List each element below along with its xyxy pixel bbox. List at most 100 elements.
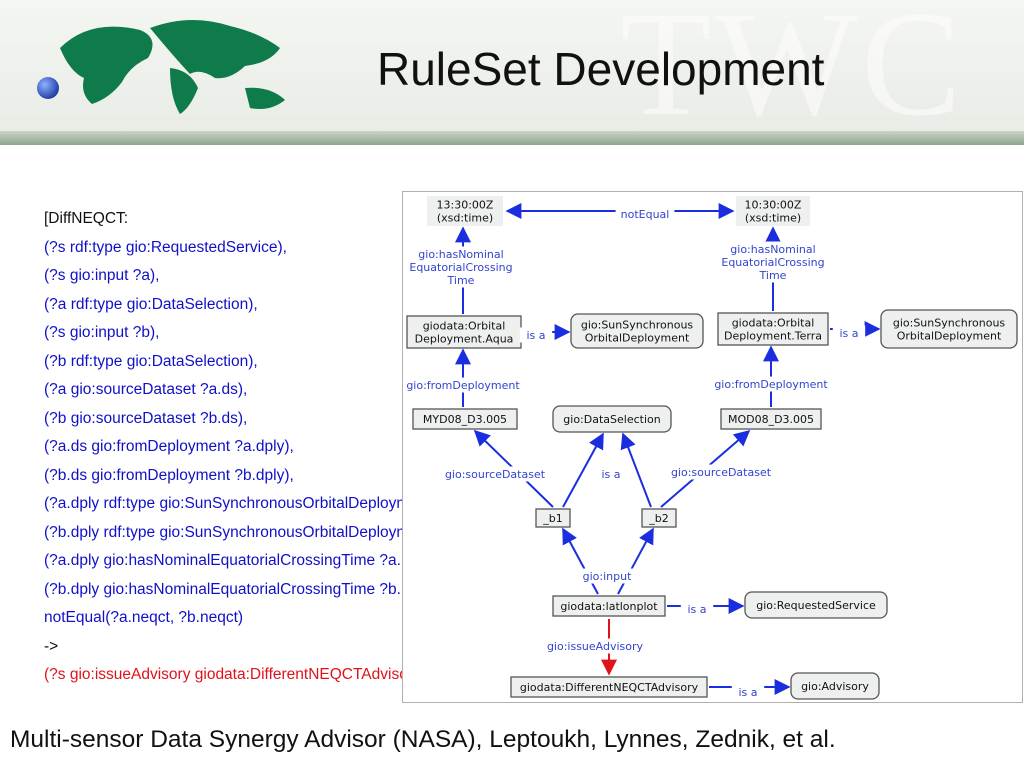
graph-node-b2: _b2 (641, 508, 677, 528)
slide-header: TWC RuleSet Development (0, 0, 1024, 147)
rule-line-text: (?a.dply rdf:type gio:SunSynchronousOrbi… (44, 495, 441, 512)
rule-line-text: (?b.dply gio:hasNominalEquatorialCrossin… (44, 580, 449, 598)
graph-node-lat: giodata:latlonplot (552, 595, 666, 617)
graph-node-label: _b1 (542, 512, 562, 525)
rule-line: (?b.dply rdf:type gio:SunSynchronousOrbi… (44, 519, 494, 548)
graph-edge (562, 527, 599, 595)
graph-node-diff: giodata:DifferentNEQCTAdvisory (510, 676, 708, 698)
slide-caption: Multi-sensor Data Synergy Advisor (NASA)… (10, 726, 836, 753)
graph-node-t2: 10:30:00Z(xsd:time) (736, 196, 810, 226)
edge-label-text: is a (687, 603, 706, 616)
globe-logo (37, 19, 285, 114)
rule-line: (?s gio:input ?b), (44, 319, 494, 348)
rdf-graph-canvas: 13:30:00Z(xsd:time)10:30:00Z(xsd:time)gi… (403, 196, 1018, 700)
rule-line: (?a.dply rdf:type gio:SunSynchronousOrbi… (44, 490, 494, 519)
rule-line-text: (?a gio:sourceDataset ?a.ds), (44, 381, 248, 398)
rule-line-text: (?s rdf:type gio:RequestedService), (44, 238, 287, 256)
graph-edge (620, 432, 652, 508)
edge-label-text: gio:fromDeployment (714, 378, 828, 391)
graph-edge (562, 432, 604, 508)
graph-node-label: gio:Advisory (801, 680, 869, 693)
graph-node-label: gio:SunSynchronous (893, 317, 1006, 330)
edge-label-text: EquatorialCrossing (409, 261, 512, 274)
rule-line-text: (?s gio:input ?a), (44, 267, 160, 284)
graph-node-label: giodata:Orbital (423, 320, 506, 333)
edge-label-isa4: is a (680, 601, 714, 617)
rule-line-text: (?b.dply rdf:type gio:SunSynchronousOrbi… (44, 523, 441, 541)
edge-label-fromdep2: gio:fromDeployment (708, 376, 834, 392)
edge-label-text: is a (526, 329, 545, 342)
slide-title: RuleSet Development (377, 43, 825, 95)
graph-node-label: (xsd:time) (437, 212, 493, 225)
rule-line: (?b.dply gio:hasNominalEquatorialCrossin… (44, 576, 494, 605)
graph-node-ss1: gio:SunSynchronousOrbitalDeployment (570, 313, 704, 349)
rule-line-text: (?s gio:input ?b), (44, 324, 160, 341)
rule-line: notEqual(?a.neqct, ?b.neqct) (44, 604, 494, 633)
edge-label-input: gio:input (574, 568, 640, 584)
rule-line-text: (?a.dply gio:hasNominalEquatorialCrossin… (44, 552, 449, 569)
graph-node-t1: 13:30:00Z(xsd:time) (427, 196, 503, 226)
rdf-graph-diagram: 13:30:00Z(xsd:time)10:30:00Z(xsd:time)gi… (402, 191, 1023, 703)
rule-line-text: (?b.ds gio:fromDeployment ?b.dply), (44, 466, 294, 484)
rule-line-text: notEqual(?a.neqct, ?b.neqct) (44, 609, 244, 626)
edge-label-text: is a (738, 686, 757, 699)
graph-node-label: gio:SunSynchronous (581, 319, 694, 332)
graph-node-label: OrbitalDeployment (585, 332, 690, 345)
graph-node-label: gio:RequestedService (756, 599, 876, 612)
edge-label-isa5: is a (731, 684, 765, 700)
graph-node-label: MOD08_D3.005 (728, 413, 814, 426)
edge-label-text: gio:hasNominal (730, 243, 815, 256)
graph-node-dsel: gio:DataSelection (552, 405, 672, 433)
rule-line-text: (?b rdf:type gio:DataSelection), (44, 352, 258, 370)
edge-label-text: is a (839, 327, 858, 340)
graph-node-label: Deployment.Terra (724, 330, 822, 343)
edge-label-issue: gio:issueAdvisory (535, 638, 655, 654)
graph-node-label: (xsd:time) (745, 212, 801, 225)
edge-label-text: gio:fromDeployment (406, 379, 520, 392)
edge-label-text: is a (601, 468, 620, 481)
edge-label-srcds1: gio:sourceDataset (435, 466, 555, 482)
edge-label-text: gio:issueAdvisory (547, 640, 644, 653)
watermark: TWC (620, 0, 966, 147)
graph-node-label: MYD08_D3.005 (423, 413, 507, 426)
edge-label-text: EquatorialCrossing (721, 256, 824, 269)
edge-label-hneqct1: gio:hasNominalEquatorialCrossingTime (403, 246, 524, 288)
rule-line-text: (?s gio:issueAdvisory giodata:DifferentN… (44, 666, 426, 683)
rule-line: (?s rdf:type gio:RequestedService), (44, 234, 494, 263)
graph-node-mod: MOD08_D3.005 (720, 408, 822, 430)
rule-line: [DiffNEQCT: (44, 205, 494, 234)
graph-node-req: gio:RequestedService (744, 591, 888, 619)
edge-label-text: notEqual (621, 208, 670, 221)
rule-line: (?s gio:input ?a), (44, 262, 494, 291)
edge-label-text: Time (759, 269, 787, 282)
graph-node-b1: _b1 (535, 508, 571, 528)
edge-label-isa3: is a (594, 466, 628, 482)
graph-node-label: OrbitalDeployment (897, 330, 1002, 343)
rule-line: (?a.dply gio:hasNominalEquatorialCrossin… (44, 547, 494, 576)
graph-node-label: gio:DataSelection (563, 413, 660, 426)
graph-edge (617, 527, 654, 595)
edge-label-isa1: is a (519, 327, 553, 343)
rule-line: (?b rdf:type gio:DataSelection), (44, 348, 494, 377)
rule-line-text: -> (44, 637, 59, 655)
graph-node-myd: MYD08_D3.005 (412, 408, 518, 430)
graph-node-adv: gio:Advisory (790, 672, 880, 700)
rule-line: (?a.ds gio:fromDeployment ?a.dply), (44, 433, 494, 462)
graph-node-ss2: gio:SunSynchronousOrbitalDeployment (880, 309, 1018, 349)
rule-line-text: (?a rdf:type gio:DataSelection), (44, 295, 258, 313)
edge-label-text: gio:sourceDataset (671, 466, 772, 479)
graph-node-terra: giodata:OrbitalDeployment.Terra (717, 312, 829, 346)
rule-line: (?b.ds gio:fromDeployment ?b.dply), (44, 462, 494, 491)
rule-line: (?a rdf:type gio:DataSelection), (44, 291, 494, 320)
edge-label-text: gio:input (583, 570, 632, 583)
graph-node-label: giodata:Orbital (732, 317, 815, 330)
edge-label-text: gio:sourceDataset (445, 468, 546, 481)
edge-label-isa2: is a (832, 325, 866, 341)
rule-line: (?b gio:sourceDataset ?b.ds), (44, 405, 494, 434)
graph-node-label: 10:30:00Z (745, 199, 802, 212)
rule-line-text: (?b gio:sourceDataset ?b.ds), (44, 409, 248, 427)
rule-line: -> (44, 633, 494, 662)
graph-node-label: 13:30:00Z (437, 199, 494, 212)
rule-line-text: (?a.ds gio:fromDeployment ?a.dply), (44, 438, 294, 455)
graph-node-label: giodata:DifferentNEQCTAdvisory (520, 681, 699, 694)
